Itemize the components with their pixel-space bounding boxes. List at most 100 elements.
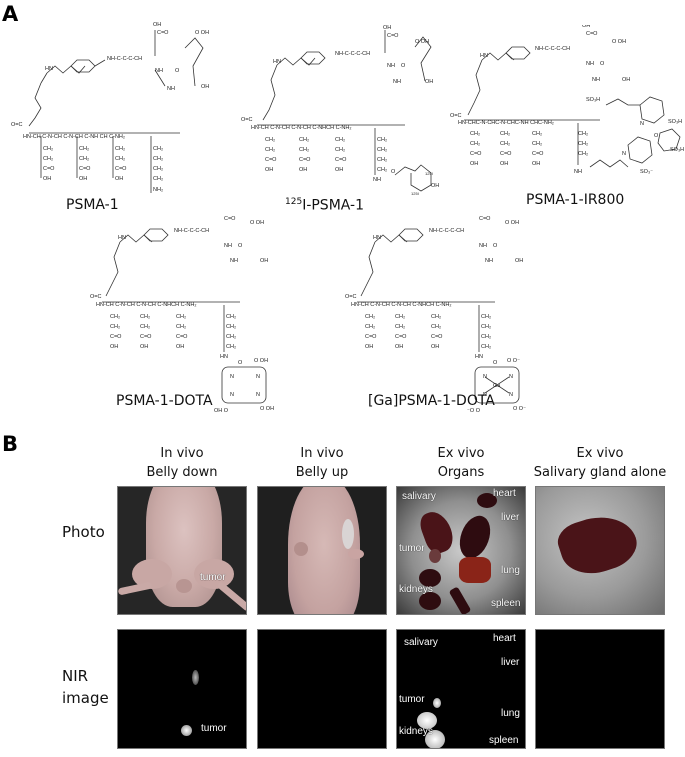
svg-text:O: O [401, 63, 406, 69]
svg-text:HN-CH C-N-CH C-N-CH C-NHCH C-N: HN-CH C-N-CH C-N-CH C-NHCH C-NH₂ [251, 125, 352, 131]
svg-text:CH₂: CH₂ [153, 156, 163, 162]
column-header-belly-down: In vivo Belly down [146, 446, 218, 480]
svg-text:N: N [230, 392, 234, 398]
svg-text:N: N [509, 374, 513, 380]
svg-text:CH₂: CH₂ [43, 156, 53, 162]
photo-label-lung: lung [501, 565, 520, 576]
svg-text:CH₂: CH₂ [226, 314, 236, 320]
svg-text:O OH: O OH [415, 39, 429, 45]
photo-label-tumor: tumor [200, 572, 226, 583]
organ-lung [459, 557, 491, 583]
compound-label-psma-1-ir800: PSMA-1-IR800 [526, 192, 625, 208]
svg-text:HN-CH C-N-CH C-N-CH C-NH CH C-: HN-CH C-N-CH C-N-CH C-NH CH C-NH₂ [23, 134, 125, 140]
svg-text:O O⁻: O O⁻ [513, 406, 526, 412]
svg-text:CH₂: CH₂ [43, 146, 53, 152]
svg-text:SO₃⁻: SO₃⁻ [640, 169, 653, 175]
svg-text:OH: OH [470, 161, 478, 167]
svg-text:O: O [600, 61, 605, 67]
svg-text:OH: OH [220, 212, 228, 214]
svg-text:SO₃H: SO₃H [668, 119, 682, 125]
svg-text:OH: OH [515, 258, 523, 264]
svg-text:CH₂: CH₂ [578, 131, 588, 137]
svg-text:CH₂: CH₂ [395, 324, 405, 330]
svg-text:O=C: O=C [345, 294, 356, 300]
svg-text:CH₂: CH₂ [395, 314, 405, 320]
svg-text:N: N [483, 374, 487, 380]
organ-heart [477, 493, 497, 508]
svg-text:SO₃H: SO₃H [670, 147, 684, 153]
svg-text:OH: OH [582, 25, 590, 29]
nir-signal-salivary [192, 670, 199, 685]
svg-text:CH₂: CH₂ [377, 157, 387, 163]
row-header-photo: Photo [62, 523, 105, 541]
svg-text:OH: OH [395, 344, 403, 350]
svg-text:O: O [493, 360, 498, 366]
organ-liver [454, 511, 496, 563]
svg-text:O=C: O=C [11, 122, 22, 128]
svg-text:125I: 125I [411, 191, 419, 195]
svg-text:CH₂: CH₂ [532, 131, 542, 137]
svg-text:CH₂: CH₂ [115, 156, 125, 162]
nir-belly-down: tumor [117, 629, 247, 749]
nir-label-salivary: salivary [404, 637, 438, 648]
panel-a-label: A [2, 2, 19, 26]
nir-belly-up [257, 629, 387, 749]
svg-text:CH₂: CH₂ [299, 147, 309, 153]
svg-text:C=O: C=O [110, 334, 122, 340]
svg-text:OH: OH [425, 79, 433, 85]
svg-text:OH: OH [140, 344, 148, 350]
compound-label-psma-1-dota: PSMA-1-DOTA [116, 393, 213, 409]
svg-text:NH-C-C-C-CH: NH-C-C-C-CH [429, 228, 464, 234]
compound-label-125i-psma-1: 125I-PSMA-1 [285, 197, 365, 214]
svg-text:N: N [230, 374, 234, 380]
svg-text:HN-CHC-N-CHC-N-CHC-NH CHC-NH₂: HN-CHC-N-CHC-N-CHC-NH CHC-NH₂ [458, 120, 554, 126]
photo-organs: salivary heart liver tumor lung kidneys … [396, 486, 526, 615]
nir-label-tumor: tumor [201, 723, 227, 734]
svg-text:OH: OH [365, 344, 373, 350]
svg-text:O OH: O OH [505, 220, 519, 226]
svg-text:CH₂: CH₂ [481, 314, 491, 320]
nir-signal-tumor [181, 725, 192, 736]
nir-signal-kidney-1 [417, 712, 437, 729]
svg-text:N: N [483, 392, 487, 398]
column-header-organs: Ex vivo Organs [437, 446, 485, 480]
organ-kidney-2 [419, 592, 441, 610]
svg-text:NH: NH [485, 258, 493, 264]
svg-text:CH₂: CH₂ [500, 131, 510, 137]
svg-text:C=O: C=O [586, 31, 598, 37]
mouse-paw-left [294, 542, 308, 556]
svg-text:HN: HN [273, 59, 281, 65]
nir-label-spleen: spleen [489, 735, 519, 746]
svg-text:C=O: C=O [265, 157, 277, 163]
photo-label-kidneys: kidneys [399, 584, 433, 595]
svg-text:HN: HN [373, 235, 381, 241]
svg-text:OH: OH [431, 344, 439, 350]
svg-text:OH: OH [335, 167, 343, 173]
svg-text:OH O: OH O [214, 408, 229, 412]
mouse-hip-right [194, 559, 234, 589]
svg-text:OH: OH [383, 25, 391, 31]
svg-text:N: N [509, 392, 513, 398]
svg-text:CH₂: CH₂ [79, 146, 89, 152]
svg-text:C=O: C=O [176, 334, 188, 340]
svg-text:NH: NH [592, 77, 600, 83]
svg-text:N: N [640, 121, 644, 127]
svg-text:O OH: O OH [260, 406, 274, 412]
svg-text:C=O: C=O [157, 30, 169, 36]
svg-text:CH₂: CH₂ [79, 156, 89, 162]
compound-label-ga-psma-1-dota: [Ga]PSMA-1-DOTA [368, 393, 495, 409]
svg-text:HN: HN [480, 53, 488, 59]
svg-text:N: N [622, 151, 626, 157]
svg-text:NH: NH [479, 243, 487, 249]
svg-text:125I: 125I [425, 171, 433, 176]
photo-belly-up [257, 486, 387, 615]
mouse-ear [342, 519, 354, 549]
svg-text:OH: OH [201, 84, 209, 90]
svg-text:CH₂: CH₂ [115, 146, 125, 152]
svg-text:NH: NH [586, 61, 594, 67]
nir-signal-tumor [433, 698, 441, 708]
svg-text:CH₂: CH₂ [500, 141, 510, 147]
nir-label-lung: lung [501, 708, 520, 719]
